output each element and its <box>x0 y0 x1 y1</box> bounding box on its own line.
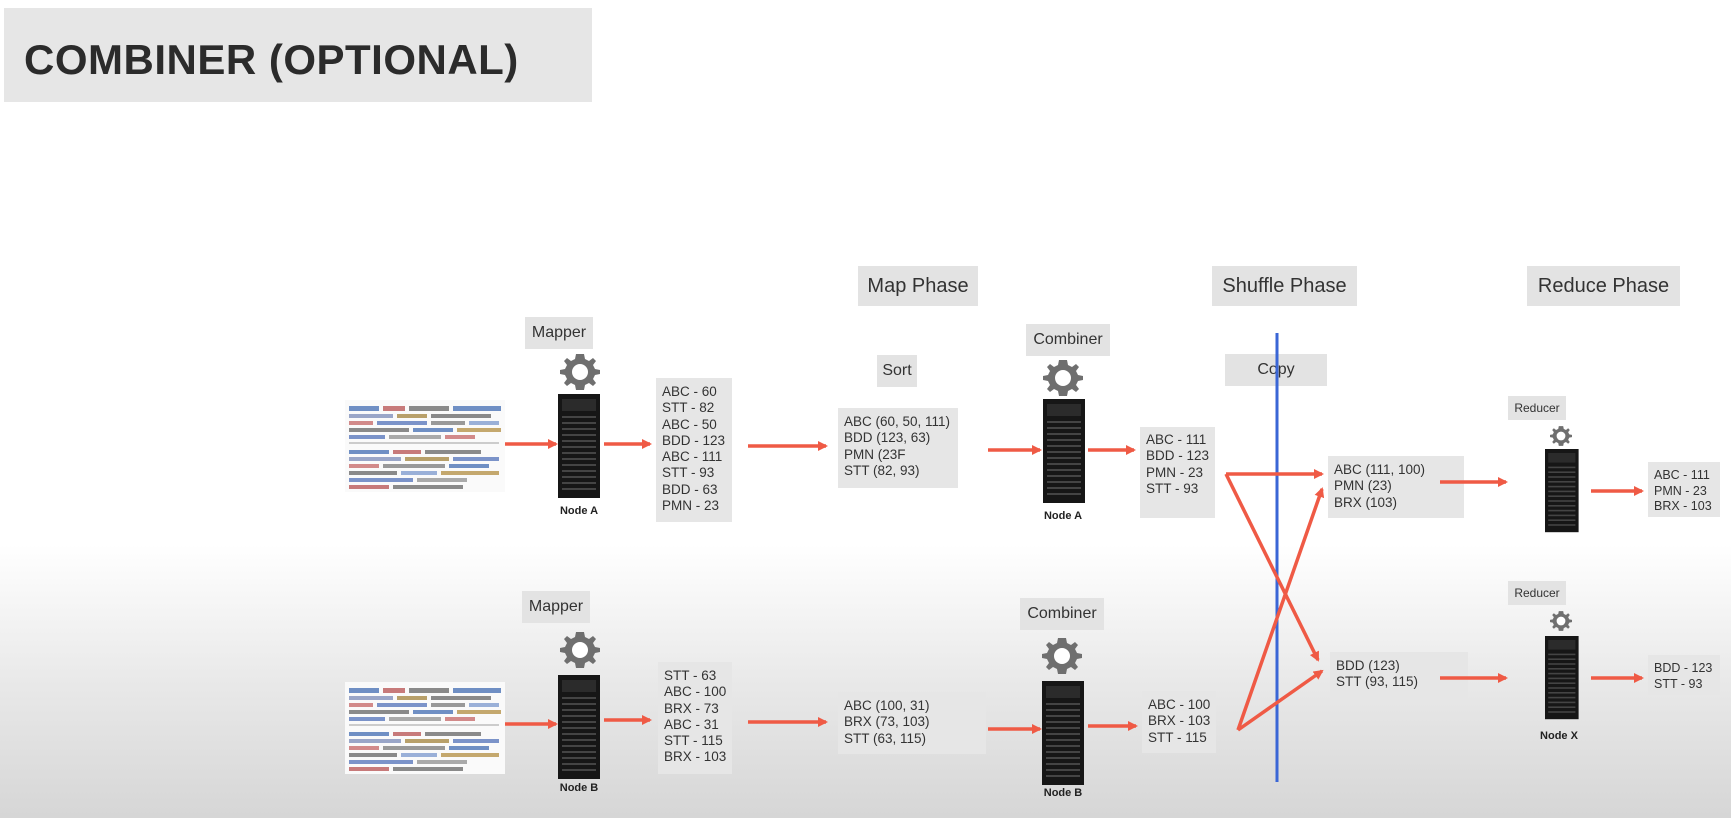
list-item: STT (63, 115) <box>844 730 927 746</box>
list-item: STT (93, 115) <box>1336 674 1419 690</box>
shuffled-a: ABC (111, 100) PMN (23) BRX (103) <box>1328 456 1464 518</box>
flow-arrows-a <box>505 439 1644 496</box>
list-item: PMN - 23 <box>1146 464 1204 480</box>
list-item: BDD - 123 <box>1654 661 1713 675</box>
server-icon <box>1042 681 1084 785</box>
reduced-b: BDD - 123 STT - 93 <box>1648 655 1720 695</box>
list-item: BDD (123, 63) <box>844 430 931 446</box>
list-item: STT - 93 <box>662 465 715 481</box>
shuffled-b: BDD (123) STT (93, 115) <box>1330 652 1468 698</box>
list-item: PMN (23) <box>1334 478 1392 494</box>
list-item: STT - 63 <box>664 668 717 683</box>
reducer-2-node-label: Node X <box>1540 730 1578 742</box>
sorted-b: ABC (100, 31) BRX (73, 103) STT (63, 115… <box>838 692 986 754</box>
list-item: BRX - 103 <box>664 749 727 765</box>
map-output-a: ABC - 60 STT - 82 ABC - 50 BDD - 123 ABC… <box>656 378 732 522</box>
server-icon <box>1545 636 1579 720</box>
list-item: STT - 115 <box>664 733 723 749</box>
combiner-a-label: Combiner <box>1026 324 1110 356</box>
list-item: ABC (100, 31) <box>844 698 930 713</box>
flow-arrows-b <box>505 673 1644 734</box>
sort-label: Sort <box>877 355 917 387</box>
combiner-b-node-label: Node B <box>1043 787 1083 799</box>
mapper-a-label: Mapper <box>525 317 593 349</box>
shuffle-phase-label: Shuffle Phase <box>1212 266 1357 306</box>
server-icon <box>1043 399 1085 503</box>
list-item: BDD - 63 <box>662 481 718 497</box>
list-item: ABC - 31 <box>664 716 719 732</box>
list-item: ABC (111, 100) <box>1334 462 1426 477</box>
server-icon <box>558 675 600 779</box>
gear-icon <box>1550 611 1572 631</box>
mapper-b-label: Mapper <box>522 591 590 623</box>
list-item: BRX (103) <box>1334 494 1398 510</box>
combiner-b-label: Combiner <box>1020 598 1104 630</box>
list-item: BRX - 103 <box>1654 499 1712 513</box>
list-item: PMN - 23 <box>662 498 720 514</box>
list-item: BRX - 103 <box>1148 713 1211 729</box>
gear-icon <box>560 354 600 390</box>
list-item: ABC - 50 <box>662 416 717 432</box>
list-item: PMN - 23 <box>1654 483 1707 498</box>
list-item: STT - 82 <box>662 400 715 416</box>
list-item: STT - 93 <box>1654 676 1703 691</box>
page-title: COMBINER (OPTIONAL) <box>24 36 519 83</box>
combiner-a-node-label: Node A <box>1043 510 1083 522</box>
list-item: STT - 93 <box>1146 480 1199 496</box>
list-item: BRX - 73 <box>664 700 719 716</box>
server-icon <box>1545 449 1579 533</box>
list-item: STT (82, 93) <box>844 462 920 478</box>
list-item: BDD - 123 <box>662 432 726 448</box>
gear-icon <box>560 632 600 668</box>
gear-icon <box>1550 426 1572 446</box>
document-icon <box>345 682 505 774</box>
reducer-1-label: Reducer <box>1508 396 1566 420</box>
reducer-2-label: Reducer <box>1508 581 1566 605</box>
list-item: BDD - 123 <box>1146 448 1210 464</box>
list-item: ABC - 100 <box>1148 697 1211 712</box>
map-output-b: STT - 63 ABC - 100 BRX - 73 ABC - 31 STT… <box>658 662 732 774</box>
document-icon <box>345 400 505 492</box>
title-banner: COMBINER (OPTIONAL) <box>4 8 592 102</box>
mapper-b-node-label: Node B <box>559 782 599 794</box>
list-item: ABC - 100 <box>664 684 727 700</box>
list-item: ABC - 60 <box>662 384 717 399</box>
list-item: ABC - 111 <box>1146 432 1207 447</box>
list-item: ABC - 111 <box>662 449 723 465</box>
reduced-a: ABC - 111 PMN - 23 BRX - 103 <box>1648 462 1720 517</box>
list-item: PMN (23F <box>844 446 906 462</box>
server-icon <box>558 394 600 498</box>
list-item: ABC - 111 <box>1654 468 1710 482</box>
shuffle-arrows <box>1224 469 1325 732</box>
sorted-a: ABC (60, 50, 111) BDD (123, 63) PMN (23F… <box>838 408 958 488</box>
gear-icon <box>1042 638 1082 674</box>
combined-a: ABC - 111 BDD - 123 PMN - 23 STT - 93 <box>1140 427 1215 518</box>
combined-b: ABC - 100 BRX - 103 STT - 115 <box>1142 691 1216 753</box>
reduce-phase-label: Reduce Phase <box>1527 266 1680 306</box>
list-item: BDD (123) <box>1336 658 1400 673</box>
map-phase-label: Map Phase <box>858 266 978 306</box>
list-item: ABC (60, 50, 111) <box>844 414 951 429</box>
gear-icon <box>1043 360 1083 396</box>
mapper-a-node-label: Node A <box>559 505 599 517</box>
list-item: BRX (73, 103) <box>844 714 930 730</box>
list-item: STT - 115 <box>1148 729 1207 745</box>
